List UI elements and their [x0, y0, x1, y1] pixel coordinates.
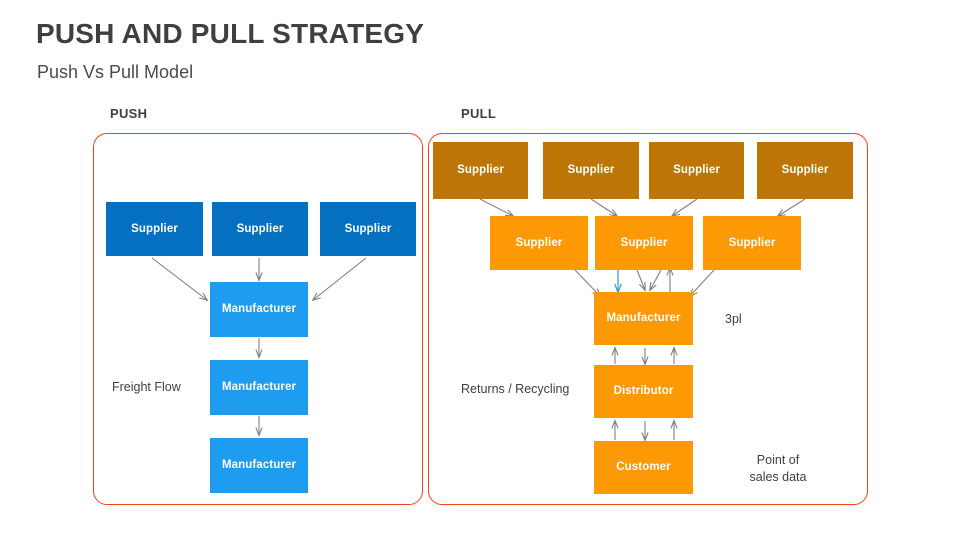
push-panel-header: PUSH — [110, 106, 148, 121]
pull-supplier-row1-3[interactable]: Supplier — [649, 142, 744, 199]
pull-supplier-row2-1[interactable]: Supplier — [490, 216, 588, 270]
pull-panel — [428, 133, 868, 505]
pull-supplier-row1-4[interactable]: Supplier — [757, 142, 853, 199]
three-pl-label: 3pl — [725, 312, 742, 326]
push-panel — [93, 133, 423, 505]
freight-flow-label: Freight Flow — [112, 380, 181, 394]
page-subtitle: Push Vs Pull Model — [37, 62, 194, 82]
page-title: PUSH AND PULL STRATEGY — [36, 18, 425, 49]
push-manufacturer-1[interactable]: Manufacturer — [210, 282, 308, 337]
pull-panel-header: PULL — [461, 106, 497, 121]
push-supplier-3[interactable]: Supplier — [320, 202, 416, 256]
pull-supplier-row2-2[interactable]: Supplier — [595, 216, 693, 270]
pull-supplier-row1-1[interactable]: Supplier — [433, 142, 528, 199]
pull-supplier-row1-2[interactable]: Supplier — [543, 142, 639, 199]
push-supplier-1[interactable]: Supplier — [106, 202, 203, 256]
point-of-sales-data-label: Point of sales data — [724, 452, 832, 486]
push-manufacturer-3[interactable]: Manufacturer — [210, 438, 308, 493]
pull-customer[interactable]: Customer — [594, 441, 693, 494]
push-manufacturer-2[interactable]: Manufacturer — [210, 360, 308, 415]
returns-recycling-label: Returns / Recycling — [461, 382, 570, 396]
point-of-sales-data-line2: sales data — [749, 469, 807, 484]
pull-distributor[interactable]: Distributor — [594, 365, 693, 418]
point-of-sales-data-line1: Point of — [756, 453, 800, 467]
pull-supplier-row2-3[interactable]: Supplier — [703, 216, 801, 270]
push-supplier-2[interactable]: Supplier — [212, 202, 308, 256]
pull-manufacturer[interactable]: Manufacturer — [594, 292, 693, 345]
